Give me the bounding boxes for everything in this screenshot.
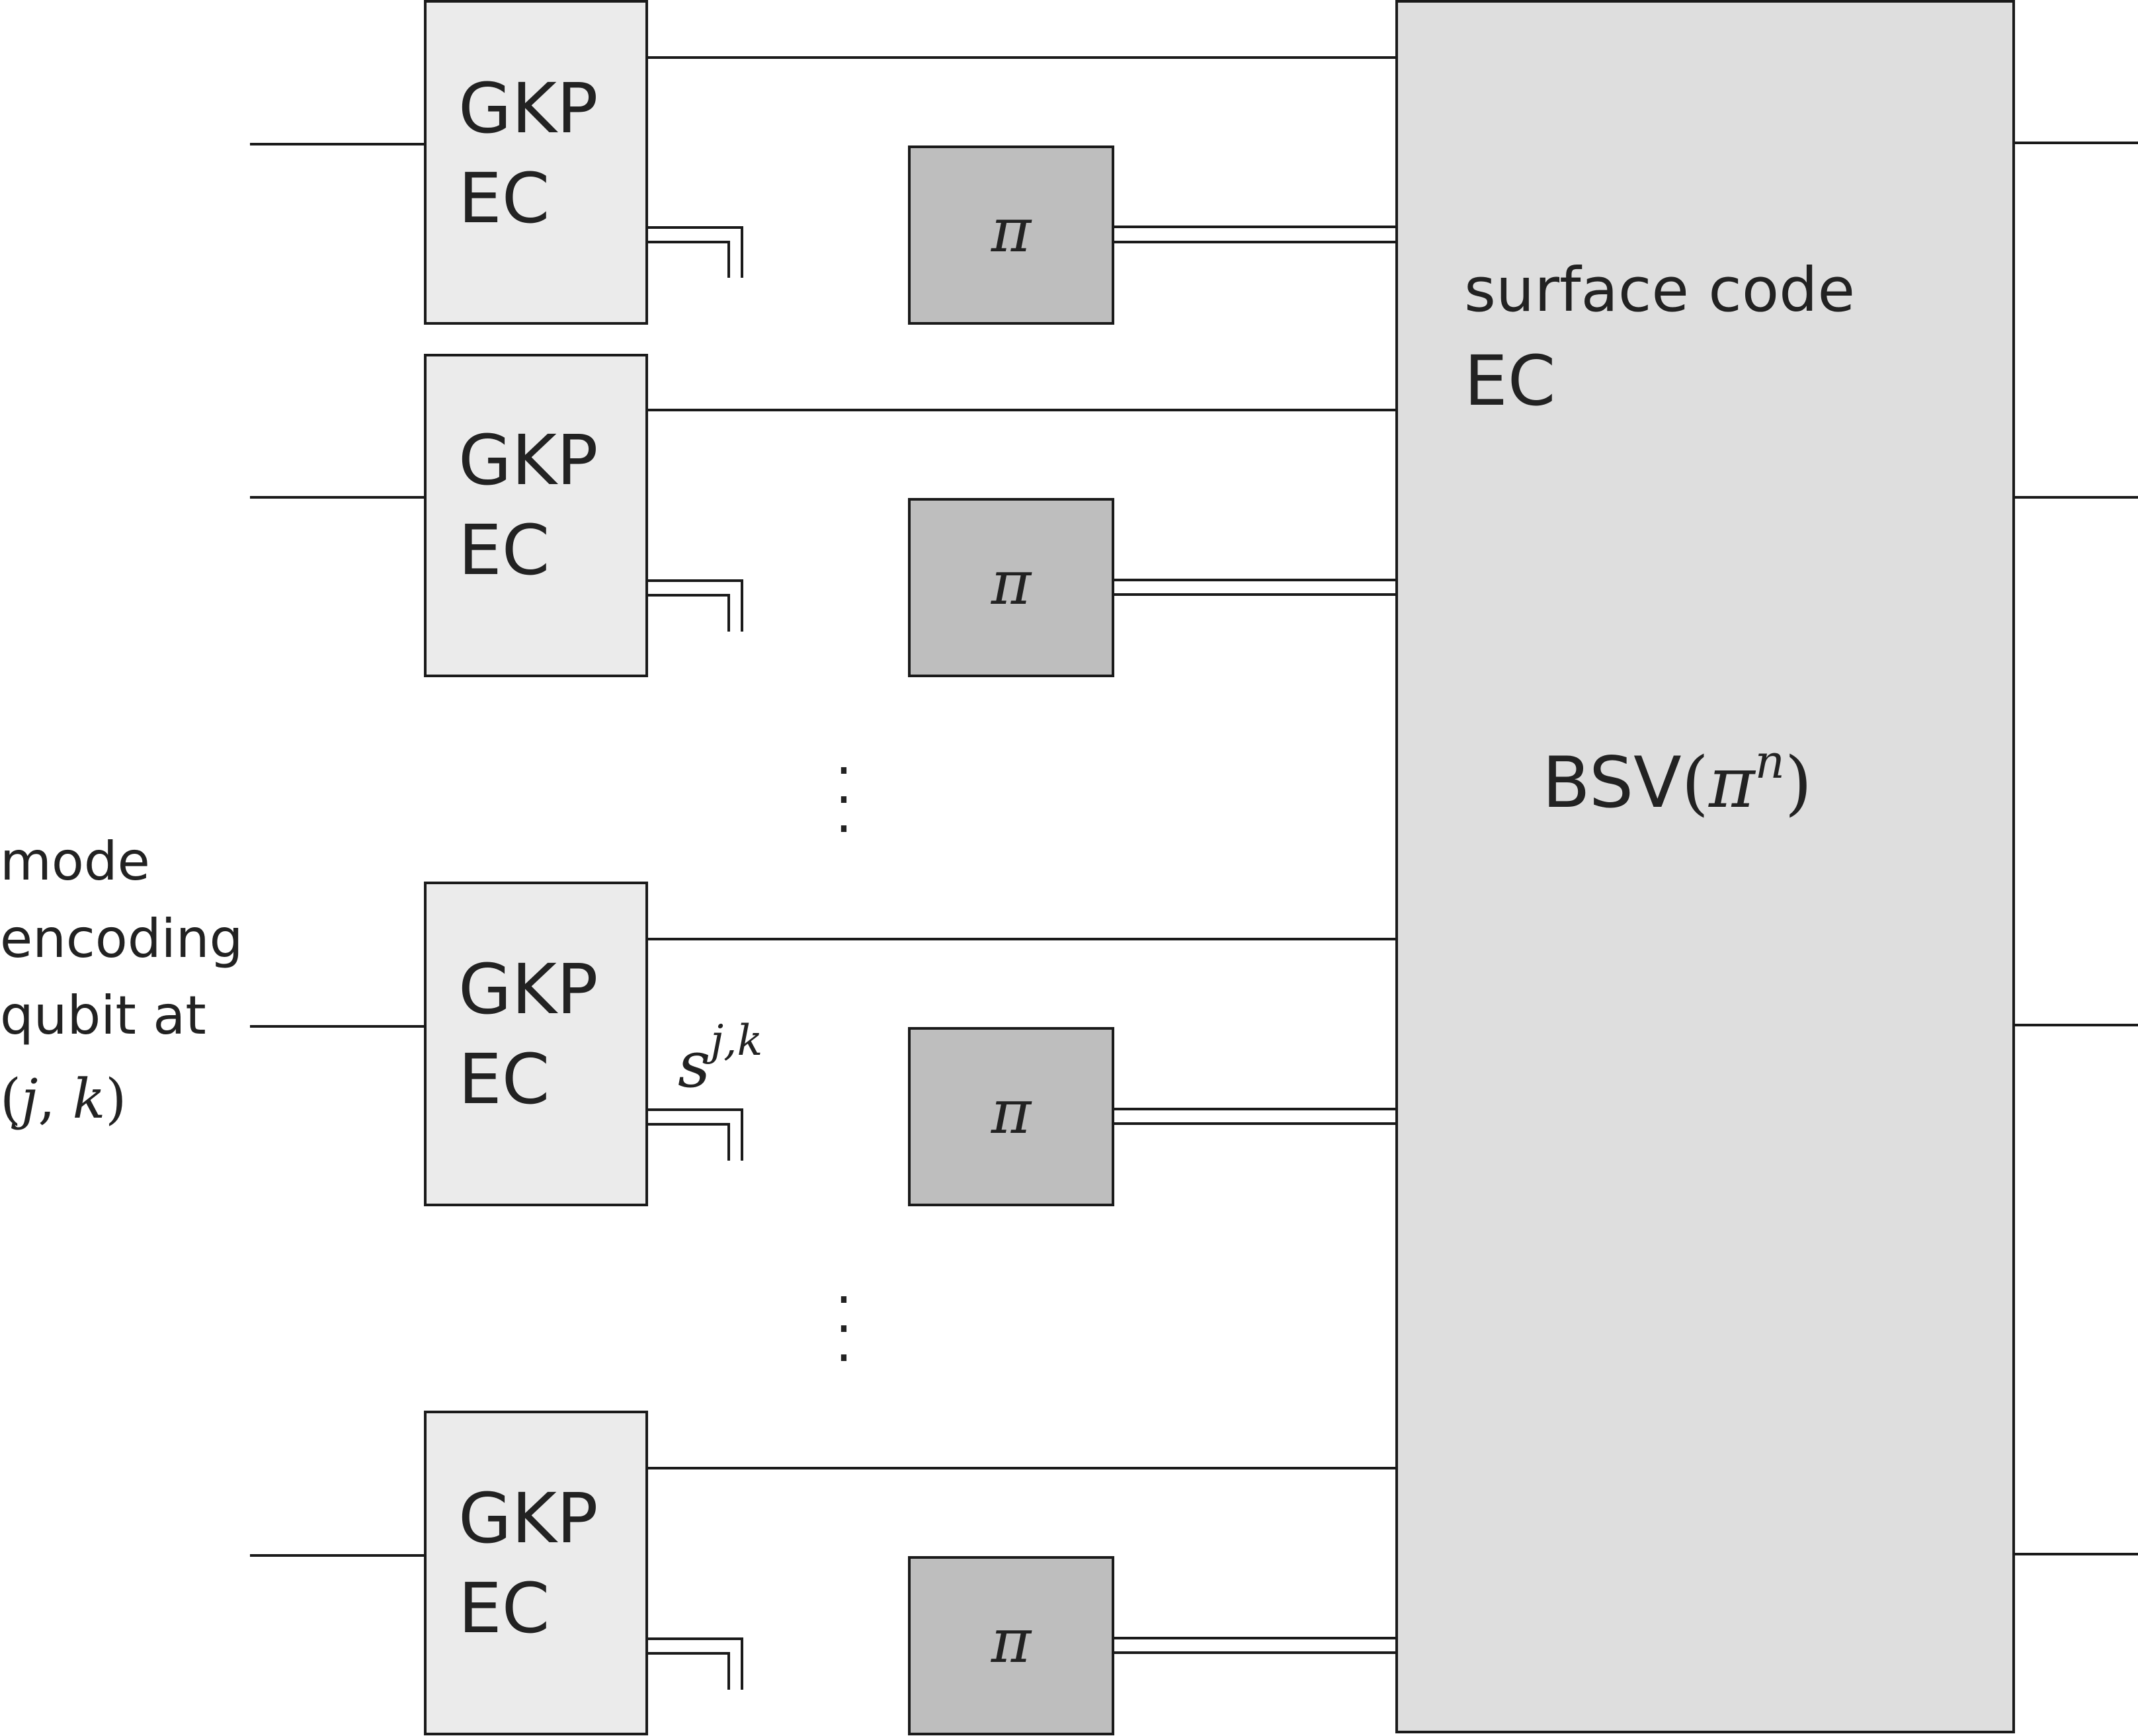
mode-label-line3: qubit at (0, 985, 206, 1046)
pi-classical-wire (1113, 1108, 1397, 1125)
gkp-ec-box (424, 882, 648, 1206)
gkp-label-line1: GKP (458, 68, 598, 149)
pi-label: π (991, 548, 1032, 618)
pi-label: π (991, 1077, 1032, 1147)
surface-code-title-line1: surface code (1464, 255, 1855, 325)
row-2: GKP EC π (250, 354, 1397, 677)
coord-close-paren: ) (105, 1068, 126, 1131)
surface-code-block: surface code EC BSV(πn) (1395, 0, 2015, 1733)
syndrome-base: s (678, 1028, 710, 1102)
pi-classical-wire (1113, 579, 1397, 596)
vertical-ellipsis: · · · (835, 740, 852, 860)
syndrome-label: sj,k (678, 1016, 762, 1102)
pi-label: π (991, 1606, 1032, 1676)
gkp-label-line2: EC (458, 158, 550, 239)
pi-box (908, 1027, 1114, 1206)
coord-open-paren: ( (0, 1068, 21, 1131)
bsv-name: BSV (1542, 742, 1682, 823)
gkp-label-line2: EC (458, 1568, 550, 1649)
ellipsis-dot: · (835, 1298, 852, 1360)
bsv-exponent: n (1755, 735, 1785, 789)
mode-label: mode encoding qubit at (j, k) (0, 831, 243, 1131)
vertical-ellipsis: · · · (835, 1269, 852, 1389)
bsv-close-paren: ) (1785, 742, 1812, 823)
syndrome-superscript: j,k (702, 1016, 762, 1065)
gkp-ec-box (424, 0, 648, 325)
gkp-label-line1: GKP (458, 420, 598, 501)
ellipsis-dot: · (835, 798, 852, 860)
gkp-label-line1: GKP (458, 949, 598, 1030)
ellipsis-dot: · (835, 1327, 852, 1389)
mode-label-line1: mode (0, 831, 150, 892)
ellipsis-dot: · (835, 740, 852, 802)
syndrome-classical-wire (647, 1108, 743, 1161)
gkp-label-line2: EC (458, 510, 550, 591)
row-3: GKP EC sj,k π (250, 882, 1397, 1206)
pi-box (908, 498, 1114, 677)
bsv-open-paren: ( (1682, 742, 1709, 823)
syndrome-classical-wire (647, 226, 743, 278)
coord-k: k (73, 1068, 106, 1131)
ellipsis-dot: · (835, 769, 852, 831)
syndrome-classical-wire (647, 1637, 743, 1690)
surface-code-title-line2: EC (1464, 341, 1555, 421)
bsv-label: BSV(πn) (1542, 735, 1812, 823)
coord-comma: , (38, 1068, 72, 1131)
row-1: GKP EC π (250, 0, 1397, 325)
gkp-label-line2: EC (458, 1039, 550, 1120)
mode-label-line4: (j, k) (0, 1068, 126, 1131)
mode-label-line2: encoding (0, 908, 243, 970)
row-4: GKP EC π (250, 1411, 1397, 1735)
gkp-ec-box (424, 354, 648, 677)
pi-box (908, 1556, 1114, 1735)
pi-box (908, 145, 1114, 325)
gkp-ec-box (424, 1411, 648, 1735)
gkp-label-line1: GKP (458, 1478, 598, 1559)
ellipsis-dot: · (835, 1269, 852, 1331)
pi-classical-wire (1113, 1637, 1397, 1654)
pi-classical-wire (1113, 226, 1397, 243)
output-wires (2014, 142, 2138, 1555)
bsv-pi: π (1708, 742, 1756, 823)
surface-code-box (1395, 0, 2015, 1733)
syndrome-classical-wire (647, 579, 743, 632)
pi-label: π (991, 195, 1032, 266)
